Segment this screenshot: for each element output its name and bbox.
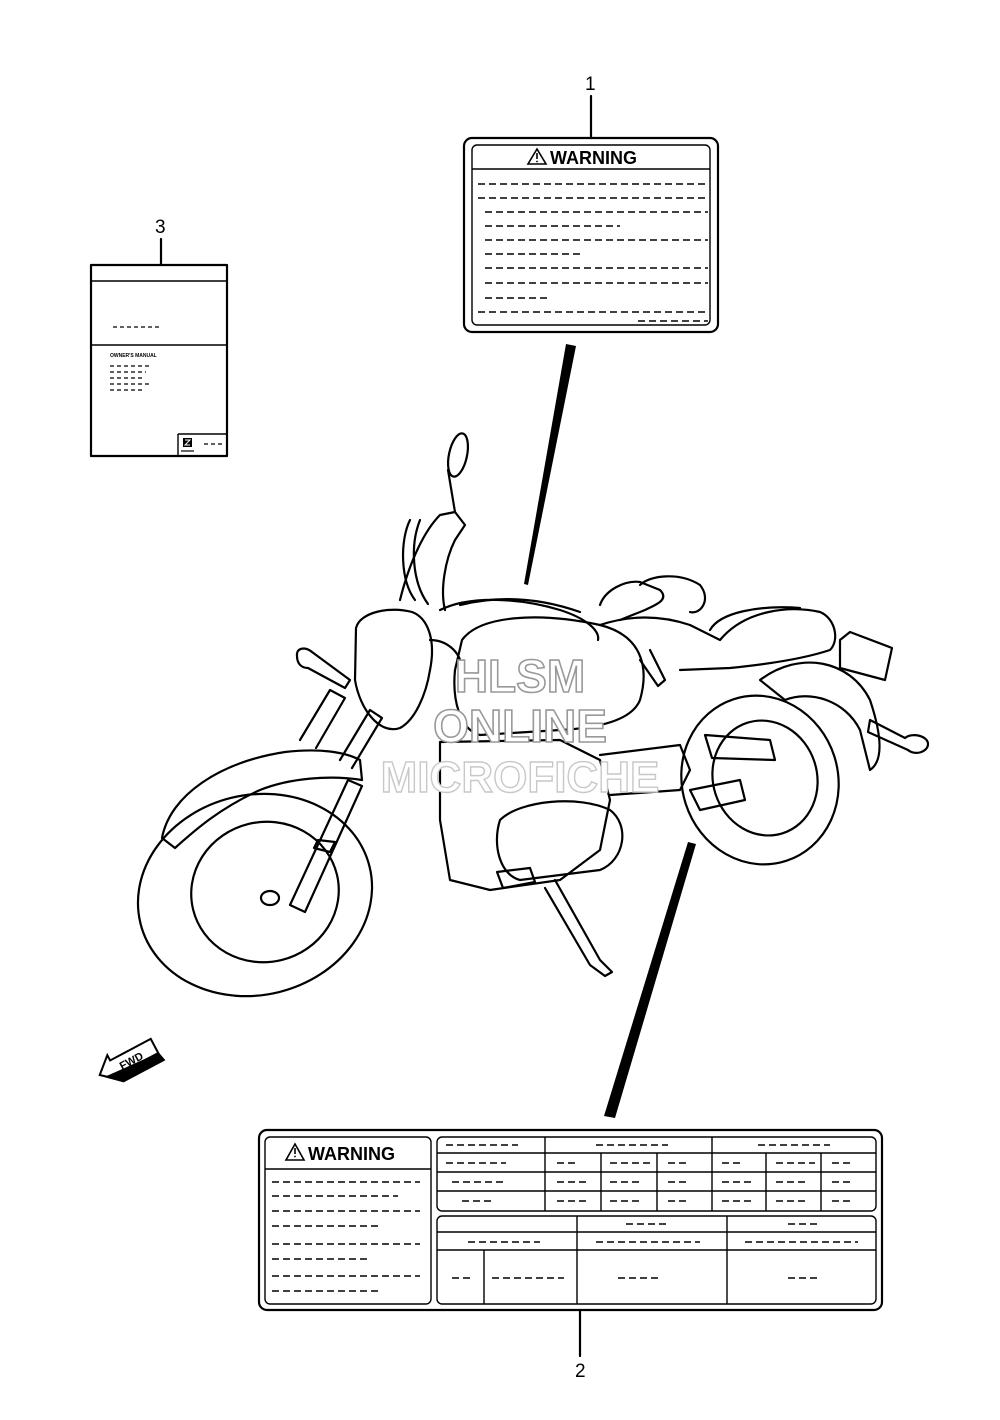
watermark-line-3: MICROFICHE [381, 753, 660, 802]
handlebar-right [598, 580, 665, 622]
right-mirror [638, 575, 707, 614]
watermark: HLSM ONLINE MICROFICHE [380, 649, 660, 803]
rear-cylinder [598, 743, 692, 797]
cable-2 [412, 518, 430, 606]
label-1-outer [462, 136, 720, 334]
tail-light [838, 630, 894, 682]
mirror-stem [446, 468, 457, 514]
motorcycle-illustration [136, 432, 930, 998]
front-fender [160, 749, 364, 850]
headlight-mount [428, 638, 464, 670]
tank-top [438, 598, 600, 642]
rear-fender [758, 661, 881, 772]
front-tire-outer [136, 792, 374, 998]
label-2-title: WARNING [308, 1144, 395, 1164]
seat [598, 608, 837, 672]
rear-shock [703, 733, 777, 762]
callout-2: 2 [575, 1308, 586, 1382]
front-fork-left [288, 778, 364, 914]
warning-triangle-icon [284, 1142, 306, 1161]
label-2-outer [257, 1128, 884, 1312]
label-2-warning-box [264, 1136, 432, 1305]
engine-cover [495, 800, 624, 882]
kickstand [543, 878, 614, 978]
manual-cover [89, 263, 229, 458]
leader-bar-1 [524, 344, 576, 585]
swingarm [688, 778, 747, 812]
handlebar-left [398, 510, 467, 612]
left-mirror [446, 432, 470, 478]
engine-block [438, 738, 612, 892]
front-turn-signal [295, 647, 352, 690]
fork-upper-right [338, 708, 384, 770]
front-hub [259, 889, 281, 907]
suzuki-logo-icon [181, 438, 194, 452]
crank-cover [495, 866, 537, 890]
label-1-title: WARNING [550, 148, 637, 168]
owners-manual[interactable]: OWNER'S MANUAL [89, 263, 229, 458]
label-1-inner [471, 144, 711, 326]
fork-upper [298, 688, 347, 750]
seat-back [708, 606, 802, 632]
fuel-tank [453, 616, 645, 737]
watermark-line-1: HLSM [455, 650, 585, 702]
callout-1: 1 [585, 74, 596, 140]
warning-label-1[interactable]: WARNING [462, 136, 720, 334]
foot-peg [638, 648, 667, 688]
callout-3: 3 [155, 217, 166, 267]
warning-label-2[interactable]: WARNING [257, 1128, 884, 1312]
manual-title: OWNER'S MANUAL [110, 353, 157, 359]
fwd-arrow-icon: FWD [98, 1037, 166, 1083]
watermark-line-2: ONLINE [433, 700, 607, 752]
rear-tire-outer [680, 694, 840, 866]
callout-number-2: 2 [575, 1361, 586, 1382]
cable-3 [458, 598, 582, 614]
rear-turn-signal [866, 718, 930, 754]
leader-bar-2 [604, 842, 696, 1118]
fork-clamp [312, 838, 337, 854]
rear-tire-inner [711, 719, 819, 837]
label-2-table-lower [436, 1215, 877, 1305]
callout-number-1: 1 [585, 74, 596, 95]
warning-triangle-icon [526, 147, 548, 165]
front-tire-inner [190, 820, 340, 964]
cable-1 [402, 518, 417, 602]
callout-number-3: 3 [155, 217, 166, 238]
headlight [353, 608, 434, 731]
